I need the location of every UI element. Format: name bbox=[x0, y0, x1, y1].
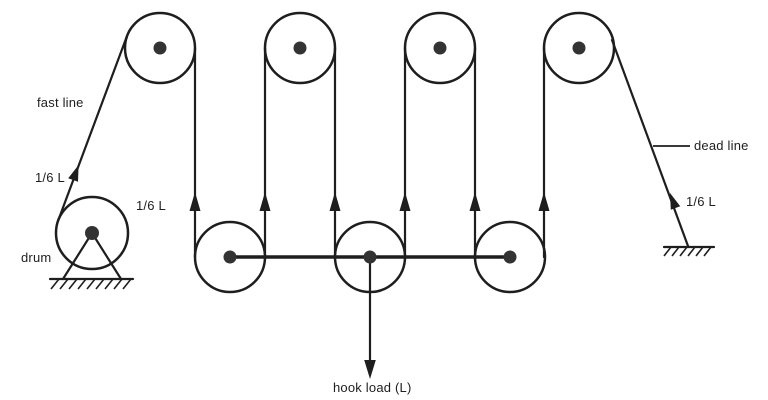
fast-line-tension-label: 1/6 L bbox=[35, 170, 65, 185]
line-tension-label: 1/6 L bbox=[136, 198, 166, 213]
up-arrow-icon bbox=[68, 165, 79, 182]
sheave-hubs bbox=[85, 41, 586, 264]
ground-hatch bbox=[50, 278, 132, 290]
up-arrow-icon bbox=[538, 192, 550, 211]
drum-assembly bbox=[48, 231, 135, 290]
load-lines bbox=[189, 46, 550, 259]
down-arrow-icon bbox=[364, 360, 376, 379]
ground-hatch bbox=[663, 246, 712, 257]
dead-line bbox=[610, 38, 690, 248]
drum-label: drum bbox=[21, 250, 52, 265]
up-arrow-icon bbox=[329, 192, 341, 211]
up-arrow-icon bbox=[259, 192, 271, 211]
hook-load-assembly bbox=[364, 255, 376, 379]
fast-line bbox=[56, 34, 129, 223]
dead-line-assembly bbox=[610, 38, 716, 257]
drum-leg-right bbox=[90, 231, 123, 281]
hook-load-label: hook load (L) bbox=[333, 380, 412, 395]
drum-leg-left bbox=[61, 231, 94, 281]
crown-block bbox=[123, 11, 616, 85]
dead-line-label: dead line bbox=[694, 138, 749, 153]
dead-line-tension-label: 1/6 L bbox=[686, 194, 716, 209]
fast-line-assembly bbox=[56, 34, 129, 223]
up-arrow-icon bbox=[399, 192, 411, 211]
up-arrow-icon bbox=[469, 192, 481, 211]
fast-line-label: fast line bbox=[37, 95, 84, 110]
up-arrow-icon bbox=[670, 193, 681, 210]
up-arrow-icon bbox=[189, 192, 201, 211]
